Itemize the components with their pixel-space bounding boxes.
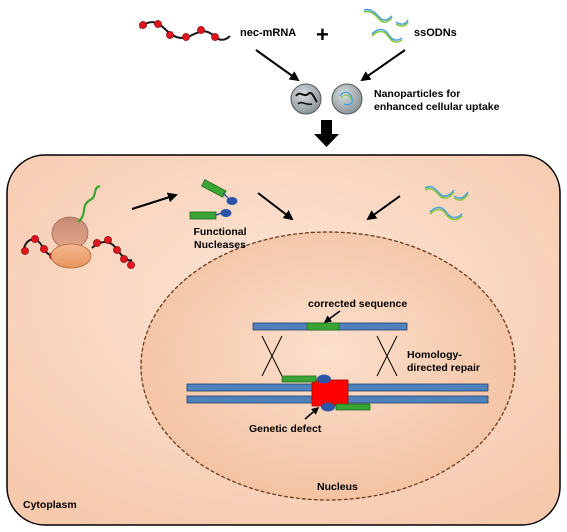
nanoparticles-label-line1: Nanoparticles for [374, 88, 460, 100]
arrow-ssodn-to-nanoparticle [360, 49, 406, 82]
corrected-sequence-label: corrected sequence [308, 298, 407, 310]
genomic-dna [186, 379, 489, 407]
functional-nucleases-label-line2: Nucleases [194, 239, 246, 251]
nucleus-label: Nucleus [317, 481, 358, 493]
arrow-ssodn-to-nucleus [366, 195, 401, 221]
hdr-label-line1: Homology- [407, 349, 462, 361]
functional-nucleases [189, 179, 238, 220]
functional-nucleases-label-line1: Functional [193, 226, 246, 238]
nucleus [140, 231, 516, 501]
big-down-arrow [314, 120, 339, 147]
arrow-mrna-to-nanoparticle [255, 49, 300, 82]
arrow-ribosome-to-nuclease [131, 192, 178, 210]
arrow-nuclease-to-nucleus [257, 192, 294, 221]
nanoparticle-mrna [290, 83, 322, 115]
top-ssodn-strands [363, 8, 409, 43]
hdr-label-line2: directed repair [407, 362, 480, 374]
mrna-label: nec-mRNA [240, 27, 296, 39]
ribosome-translating-mrna [21, 184, 135, 269]
corrected-sequence-pointer [323, 310, 341, 323]
bound-nucleases [281, 374, 371, 412]
ssodns-label: ssODNs [414, 27, 457, 39]
nanoparticles-label-line2: enhanced cellular uptake [374, 101, 500, 113]
genetic-defect-label: Genetic defect [249, 423, 322, 435]
repair-template-strand [252, 322, 408, 331]
cytoplasm-label: Cytoplasm [23, 499, 77, 511]
cell-ssodn-strands [424, 185, 469, 221]
plus-sign: + [316, 22, 329, 47]
crossover-right [376, 335, 398, 377]
crossover-left [261, 335, 283, 377]
genetic-defect-pointer [304, 407, 320, 420]
nanoparticle-ssodn [331, 83, 363, 115]
top-mrna-strand [139, 20, 231, 41]
